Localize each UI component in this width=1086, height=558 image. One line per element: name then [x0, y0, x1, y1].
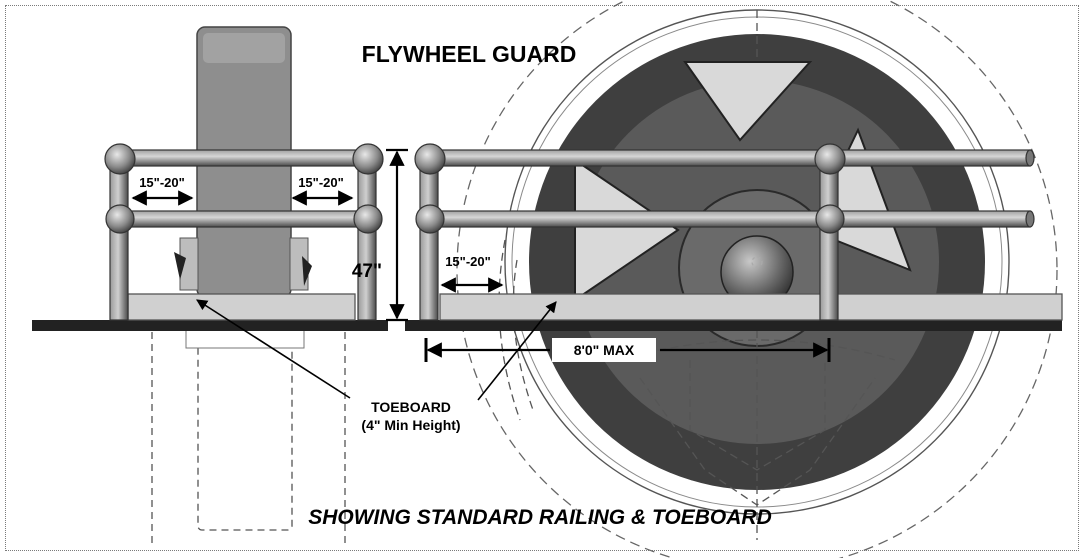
- span-label: 8'0" MAX: [574, 342, 635, 358]
- diagram-title: FLYWHEEL GUARD: [362, 41, 577, 67]
- toeboard-label: TOEBOARD: [371, 399, 451, 415]
- height-label: 47": [352, 261, 382, 282]
- pulley-shaft-stub: [185, 329, 305, 349]
- toeboard-leaders: [196, 299, 557, 401]
- flywheel-hidden-lines: [498, 10, 896, 540]
- dimension-lines: [131, 148, 831, 362]
- gap-label-left: 15"-20": [139, 175, 185, 190]
- floor: [32, 320, 1062, 331]
- diagram-frame: [5, 5, 1079, 551]
- flywheel: [456, 0, 1058, 558]
- flywheel-railing: [414, 143, 1035, 321]
- diagram-caption: SHOWING STANDARD RAILING & TOEBOARD: [308, 506, 772, 529]
- toeboard: [127, 293, 1063, 321]
- left-railing: [104, 143, 384, 321]
- gap-label-guard: 15"-20": [445, 254, 491, 269]
- span-label-bg: [552, 338, 656, 362]
- gap-label-right: 15"-20": [298, 175, 344, 190]
- toeboard-min-height: (4" Min Height): [361, 417, 460, 433]
